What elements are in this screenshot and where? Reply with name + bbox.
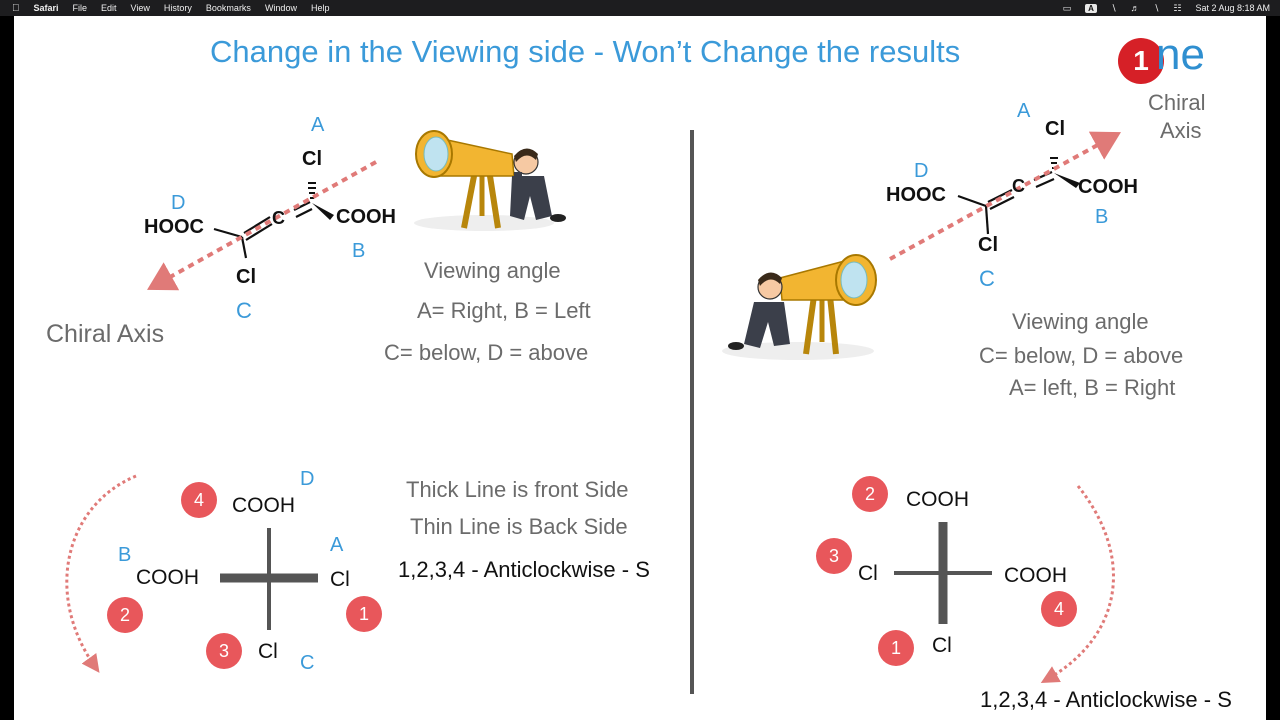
- slide: Change in the Viewing side - Won’t Chang…: [14, 16, 1266, 720]
- left-proj-letter-d: D: [300, 468, 315, 490]
- logo-number: 1: [1133, 45, 1149, 76]
- left-chiral-axis-arrow: [147, 160, 377, 291]
- left-viewing-title: Viewing angle: [424, 258, 561, 283]
- menu-datetime[interactable]: Sat 2 Aug 8:18 AM: [1195, 3, 1270, 13]
- right-center-c1: C: [1012, 176, 1025, 196]
- left-rank-badge-right: 1: [346, 596, 382, 632]
- menu-file[interactable]: File: [65, 3, 88, 13]
- right-chiral-axis-arrow: [889, 131, 1122, 261]
- left-proj-top-cooh: COOH: [232, 494, 295, 517]
- left-label-b: B: [352, 240, 366, 262]
- note-thin-line: Thin Line is Back Side: [410, 514, 628, 539]
- left-wedge-bond: [312, 203, 334, 220]
- right-viewing-title: Viewing angle: [1012, 309, 1149, 334]
- right-proj-top-cooh: COOH: [906, 488, 969, 511]
- right-rank-badge-top: 2: [852, 476, 888, 512]
- left-bottom-cl: Cl: [236, 266, 256, 288]
- left-cooh: COOH: [336, 206, 396, 228]
- left-rank-badge-bottom: 3: [206, 633, 242, 669]
- right-top-cl: Cl: [1045, 118, 1065, 140]
- note-thick-line: Thick Line is front Side: [406, 477, 629, 502]
- right-viewing-line1: C= below, D = above: [979, 343, 1184, 368]
- left-hooc: HOOC: [144, 216, 204, 238]
- menu-edit[interactable]: Edit: [93, 3, 117, 13]
- logo-caption-axis: Axis: [1160, 118, 1202, 143]
- left-label-d: D: [171, 192, 186, 214]
- left-result: 1,2,3,4 - Anticlockwise - S: [398, 557, 650, 582]
- right-label-d: D: [914, 160, 929, 182]
- right-viewing-line2: A= left, B = Right: [1009, 375, 1176, 400]
- right-bottom-cl: Cl: [978, 234, 998, 256]
- bluetooth-icon[interactable]: ∖: [1110, 2, 1117, 13]
- control-center-icon[interactable]: ☷: [1173, 2, 1182, 13]
- left-proj-left-cooh: COOH: [136, 566, 199, 589]
- logo-caption-chiral: Chiral: [1148, 90, 1206, 115]
- slide-title: Change in the Viewing side - Won’t Chang…: [210, 34, 961, 69]
- right-rank-badge-right: 4: [1041, 591, 1077, 627]
- left-proj-letter-b: B: [118, 544, 132, 566]
- right-cooh: COOH: [1078, 176, 1138, 198]
- right-hooc: HOOC: [886, 184, 946, 206]
- right-rotation-arrow: [1040, 485, 1115, 683]
- right-telescope-illustration: [722, 254, 877, 360]
- right-proj-right-cooh: COOH: [1004, 564, 1067, 587]
- left-top-cl: Cl: [302, 148, 322, 170]
- right-proj-bottom-cl: Cl: [932, 634, 952, 657]
- left-proj-right-cl: Cl: [330, 568, 350, 591]
- right-label-a: A: [1017, 100, 1031, 122]
- slide-graphics: [65, 130, 1122, 694]
- right-wedge-bond: [1054, 173, 1080, 188]
- brand-logo: 1 ne: [1118, 30, 1238, 88]
- logo-text: ne: [1156, 30, 1205, 79]
- menu-app-name[interactable]: Safari: [26, 3, 59, 13]
- menu-help[interactable]: Help: [303, 3, 330, 13]
- menu-bookmarks[interactable]: Bookmarks: [198, 3, 251, 13]
- left-center-c1: C: [272, 208, 285, 228]
- display-icon[interactable]: ▭: [1062, 2, 1072, 13]
- left-chiral-axis-label: Chiral Axis: [46, 320, 165, 348]
- left-proj-bottom-cl: Cl: [258, 640, 278, 663]
- left-proj-letter-a: A: [330, 534, 344, 556]
- right-label-b: B: [1095, 206, 1109, 228]
- left-hash-bond: [308, 182, 316, 199]
- left-rotation-arrow: [65, 474, 137, 673]
- right-label-c: C: [979, 266, 995, 291]
- right-proj-left-cl: Cl: [858, 562, 878, 585]
- right-molecule-bonds: [957, 170, 1055, 235]
- left-telescope-illustration: [414, 130, 566, 231]
- left-proj-letter-c: C: [300, 652, 315, 674]
- right-rank-badge-left: 3: [816, 538, 852, 574]
- volume-icon[interactable]: ♬: [1130, 3, 1140, 13]
- menu-bar:  Safari File Edit View History Bookmark…: [0, 0, 1280, 16]
- left-viewing-line1: A= Right, B = Left: [417, 298, 591, 323]
- left-rank-badge-left: 2: [107, 597, 143, 633]
- logo-circle: 1: [1118, 38, 1164, 84]
- left-rank-badge-top: 4: [181, 482, 217, 518]
- wifi-icon[interactable]: ∖: [1153, 2, 1160, 13]
- apple-logo-icon[interactable]: : [12, 3, 20, 14]
- left-label-c: C: [236, 298, 252, 323]
- menu-history[interactable]: History: [156, 3, 192, 13]
- left-label-a: A: [311, 114, 325, 136]
- menu-window[interactable]: Window: [257, 3, 297, 13]
- left-molecule-bonds: [213, 201, 313, 259]
- right-rank-badge-bottom: 1: [878, 630, 914, 666]
- right-result: 1,2,3,4 - Anticlockwise - S: [980, 687, 1232, 712]
- input-source-icon[interactable]: A: [1085, 3, 1097, 13]
- menu-view[interactable]: View: [123, 3, 150, 13]
- left-viewing-line2: C= below, D = above: [384, 340, 589, 365]
